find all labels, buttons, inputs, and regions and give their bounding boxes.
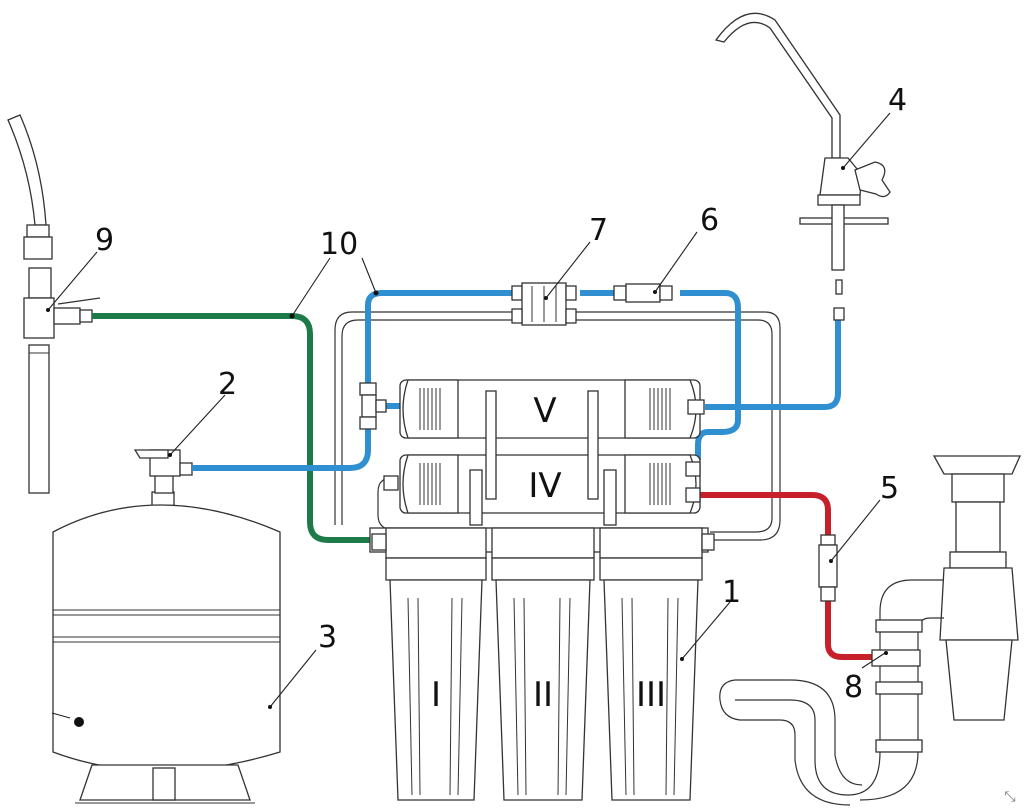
post-filters bbox=[377, 379, 705, 531]
shutoff-valve bbox=[511, 282, 577, 326]
callout-4: 4 bbox=[888, 83, 907, 118]
iv-ribs-left bbox=[419, 463, 441, 505]
feed-adapter bbox=[23, 267, 101, 494]
drain-restrictor bbox=[818, 534, 838, 602]
faucet bbox=[714, 12, 891, 321]
v-ribs-left bbox=[419, 388, 441, 430]
stage-label-3: III bbox=[636, 675, 666, 715]
product-tube-top bbox=[365, 290, 512, 385]
product-tube-right bbox=[680, 290, 741, 460]
stage-label-1: I bbox=[431, 675, 441, 715]
leader-lines bbox=[46, 112, 891, 709]
tank-tube bbox=[192, 420, 371, 471]
callout-7: 7 bbox=[589, 213, 608, 248]
callout-5: 5 bbox=[880, 471, 899, 506]
housing-2 bbox=[491, 527, 595, 801]
faucet-tube bbox=[705, 320, 841, 410]
stage-label-2: II bbox=[533, 675, 553, 715]
feed-hose bbox=[7, 114, 53, 260]
iv-ribs-right bbox=[649, 463, 671, 505]
prefilter-housings bbox=[369, 527, 715, 801]
housing-3 bbox=[599, 527, 703, 801]
housing-1 bbox=[385, 527, 487, 801]
tee-fitting bbox=[359, 382, 387, 430]
callout-9: 9 bbox=[95, 223, 114, 258]
frame bbox=[334, 311, 781, 541]
callout-3: 3 bbox=[318, 620, 337, 655]
callout-2: 2 bbox=[218, 367, 237, 402]
callout-6: 6 bbox=[700, 203, 719, 238]
stage-label-5: V bbox=[533, 391, 556, 431]
callout-8: 8 bbox=[844, 670, 863, 705]
drain-tube bbox=[700, 492, 831, 540]
storage-tank bbox=[51, 449, 281, 804]
callout-1: 1 bbox=[722, 575, 741, 610]
drain-tube-lower bbox=[825, 600, 872, 660]
expand-icon[interactable]: ⤡ bbox=[1004, 789, 1016, 805]
callout-10: 10 bbox=[320, 227, 358, 262]
feed-tube bbox=[92, 313, 375, 543]
sink-drain bbox=[719, 455, 1022, 806]
v-ribs-right bbox=[649, 388, 671, 430]
stage-label-4: IV bbox=[528, 466, 561, 506]
check-valve bbox=[613, 283, 673, 303]
